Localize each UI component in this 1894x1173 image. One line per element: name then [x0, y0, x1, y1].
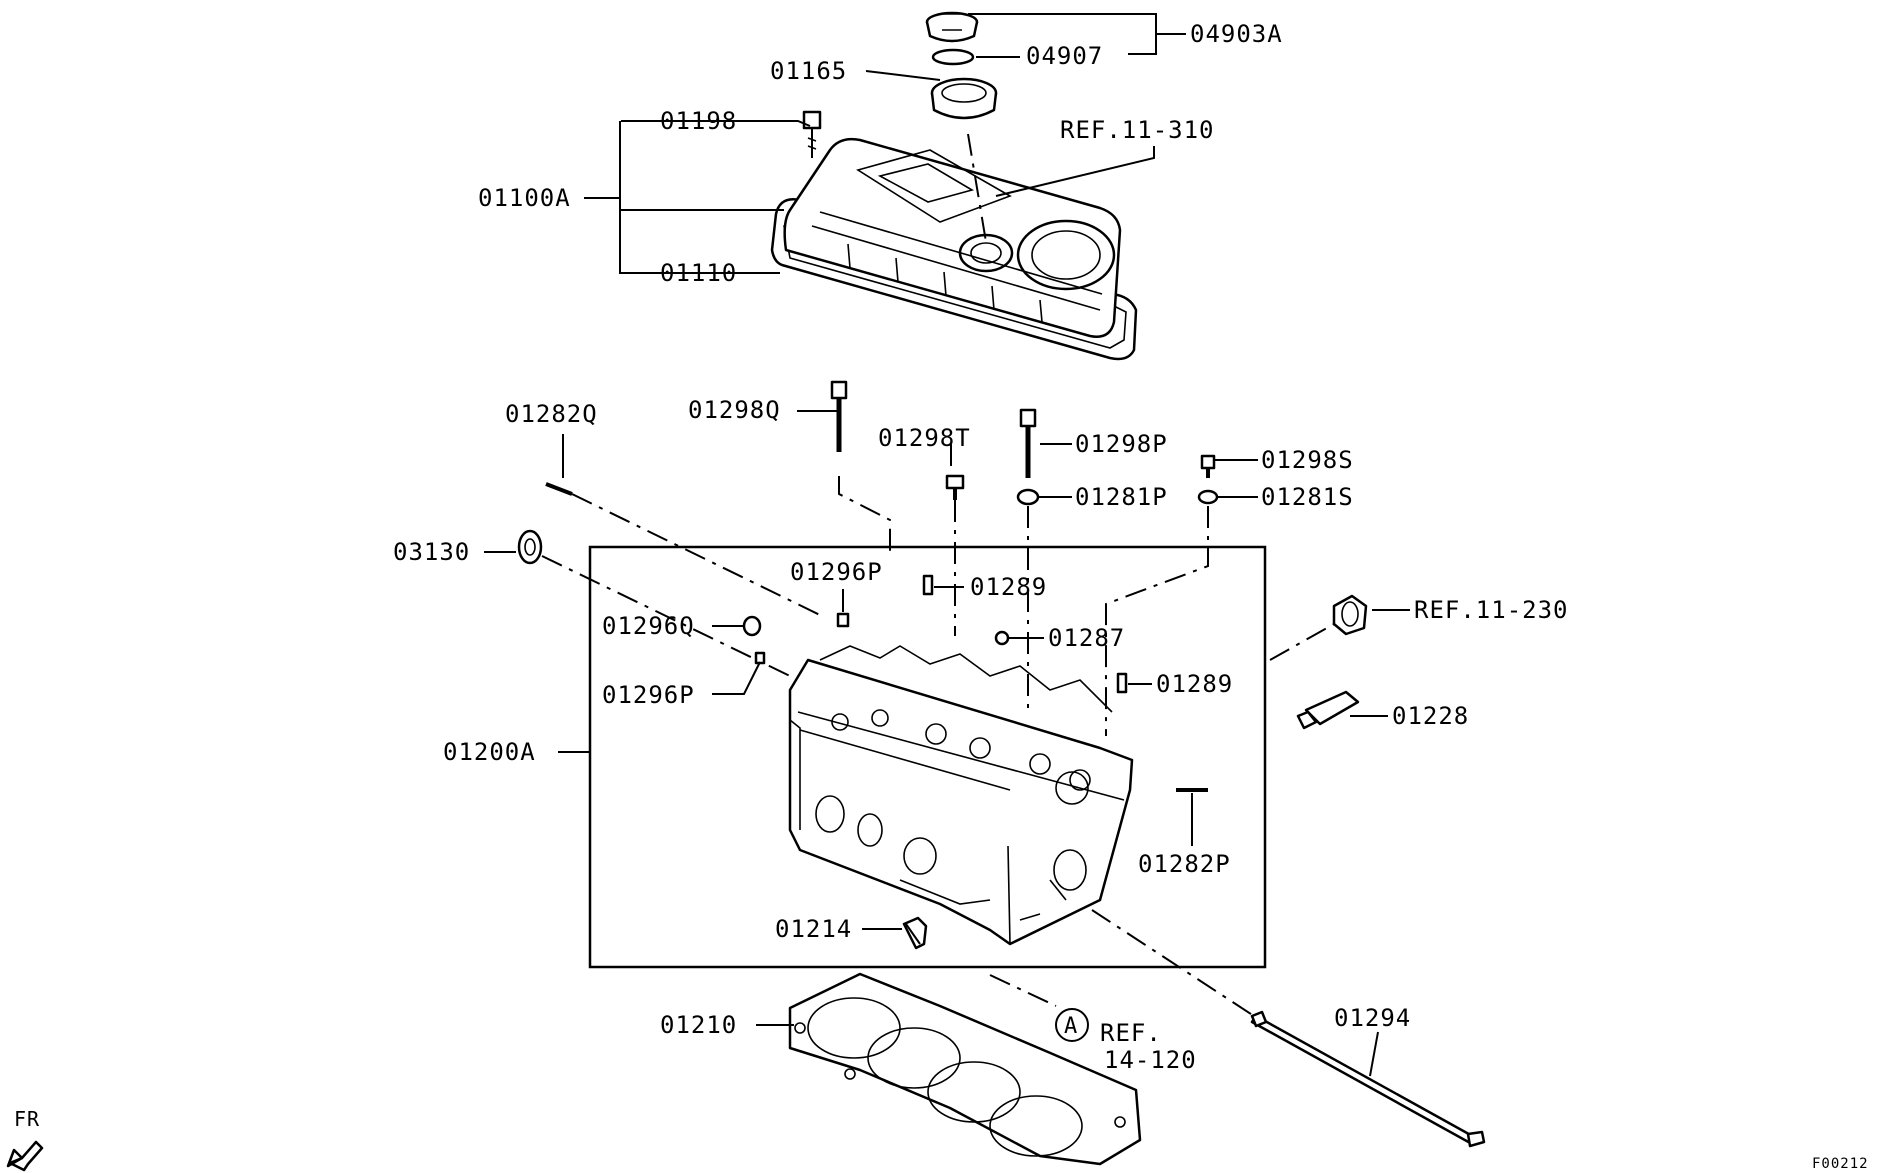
label-01296P-left: 01296P: [602, 681, 695, 709]
label-01282P: 01282P: [1138, 850, 1231, 878]
front-direction-arrow-icon: [6, 1140, 44, 1172]
label-ref-14-120-line1: REF.: [1100, 1019, 1162, 1047]
leader-lines-bottom: [756, 909, 1379, 1077]
camshaft-oil-seal: [517, 529, 543, 565]
label-01298P: 01298P: [1075, 430, 1168, 458]
label-fr: FR: [14, 1107, 40, 1131]
label-ref-11-310: REF.11-310: [1060, 116, 1215, 144]
sealant-tube: [1296, 690, 1360, 730]
label-01289-right: 01289: [1156, 670, 1233, 698]
label-01100A: 01100A: [478, 184, 571, 212]
label-04907: 04907: [1026, 42, 1103, 70]
label-01214: 01214: [775, 915, 852, 943]
camshaft-rod: [1250, 1010, 1486, 1148]
label-01298Q: 01298Q: [688, 396, 781, 424]
label-01281S: 01281S: [1261, 483, 1354, 511]
label-01200A: 01200A: [443, 738, 536, 766]
oil-filler-cap: [925, 11, 979, 43]
stud-01282q: [545, 482, 573, 496]
filler-neck-seal: [930, 77, 998, 120]
cylinder-head-bolt-t: [945, 474, 965, 500]
label-01298T: 01298T: [878, 424, 971, 452]
label-ref-11-230: REF.11-230: [1414, 596, 1569, 624]
cylinder-head-bolt-q: [830, 380, 848, 452]
label-03130: 03130: [393, 538, 470, 566]
leader-lines-middle: [484, 410, 1258, 736]
label-04903A: 04903A: [1190, 20, 1283, 48]
label-01296Q: 01296Q: [602, 612, 695, 640]
callout-letter-a: A: [1064, 1014, 1078, 1039]
cylinder-head: [788, 645, 1134, 946]
label-01294: 01294: [1334, 1004, 1411, 1032]
label-01210: 01210: [660, 1011, 737, 1039]
filler-cap-o-ring: [931, 48, 975, 66]
cylinder-head-assembly-box: [588, 545, 1267, 969]
cylinder-head-gasket: [788, 972, 1142, 1166]
leader-lines-top: [584, 13, 1186, 274]
label-01282Q: 01282Q: [505, 400, 598, 428]
label-01298S: 01298S: [1261, 446, 1354, 474]
rocker-cover-bolt: [802, 110, 822, 158]
label-01289-top: 01289: [970, 573, 1047, 601]
label-01165: 01165: [770, 57, 847, 85]
label-01287: 01287: [1048, 624, 1125, 652]
label-01198: 01198: [660, 107, 737, 135]
cylinder-head-bolt-s: [1200, 454, 1216, 478]
label-01110: 01110: [660, 259, 737, 287]
sprocket-ref-11-230: [1332, 594, 1368, 636]
rocker-cover: [783, 137, 1122, 338]
label-ref-14-120-line2: 14-120: [1104, 1046, 1197, 1074]
label-01281P: 01281P: [1075, 483, 1168, 511]
label-01228: 01228: [1392, 702, 1469, 730]
small-parts-in-head-box: [742, 574, 1208, 950]
cylinder-head-bolt-p: [1019, 408, 1037, 478]
ref-a-callout: [1055, 1008, 1089, 1042]
label-01296P-top: 01296P: [790, 558, 883, 586]
leader-lines-head: [558, 586, 1193, 930]
leader-lines-right: [1269, 609, 1410, 717]
figure-code: F00212: [1812, 1156, 1869, 1172]
